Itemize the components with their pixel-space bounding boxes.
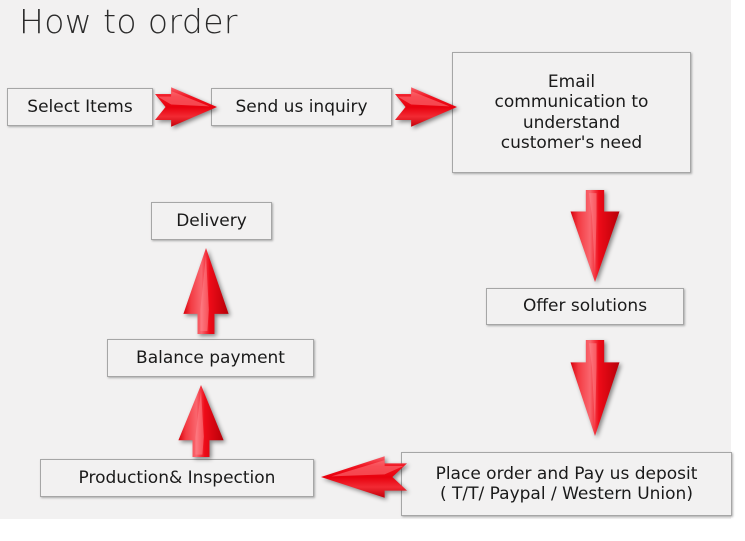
node-offer-solutions[interactable]: Offer solutions <box>486 288 684 325</box>
arrow-up-icon <box>177 385 225 457</box>
arrow-down-icon <box>569 190 621 282</box>
node-balance-payment[interactable]: Balance payment <box>107 339 314 377</box>
node-delivery[interactable]: Delivery <box>151 202 272 240</box>
arrow-right-icon <box>395 86 457 128</box>
arrow-up-icon <box>182 248 230 334</box>
node-select-items[interactable]: Select Items <box>7 88 153 126</box>
node-place-order-pay-deposit[interactable]: Place order and Pay us deposit ( T/T/ Pa… <box>401 452 732 516</box>
page-title: How to order <box>19 2 238 41</box>
arrow-left-icon <box>321 455 407 499</box>
node-email-communication[interactable]: Email communication to understand custom… <box>452 52 691 173</box>
arrow-down-icon <box>569 340 621 436</box>
node-production-inspection[interactable]: Production& Inspection <box>40 459 314 497</box>
node-send-us-inquiry[interactable]: Send us inquiry <box>211 88 392 126</box>
arrow-right-icon <box>155 86 217 128</box>
